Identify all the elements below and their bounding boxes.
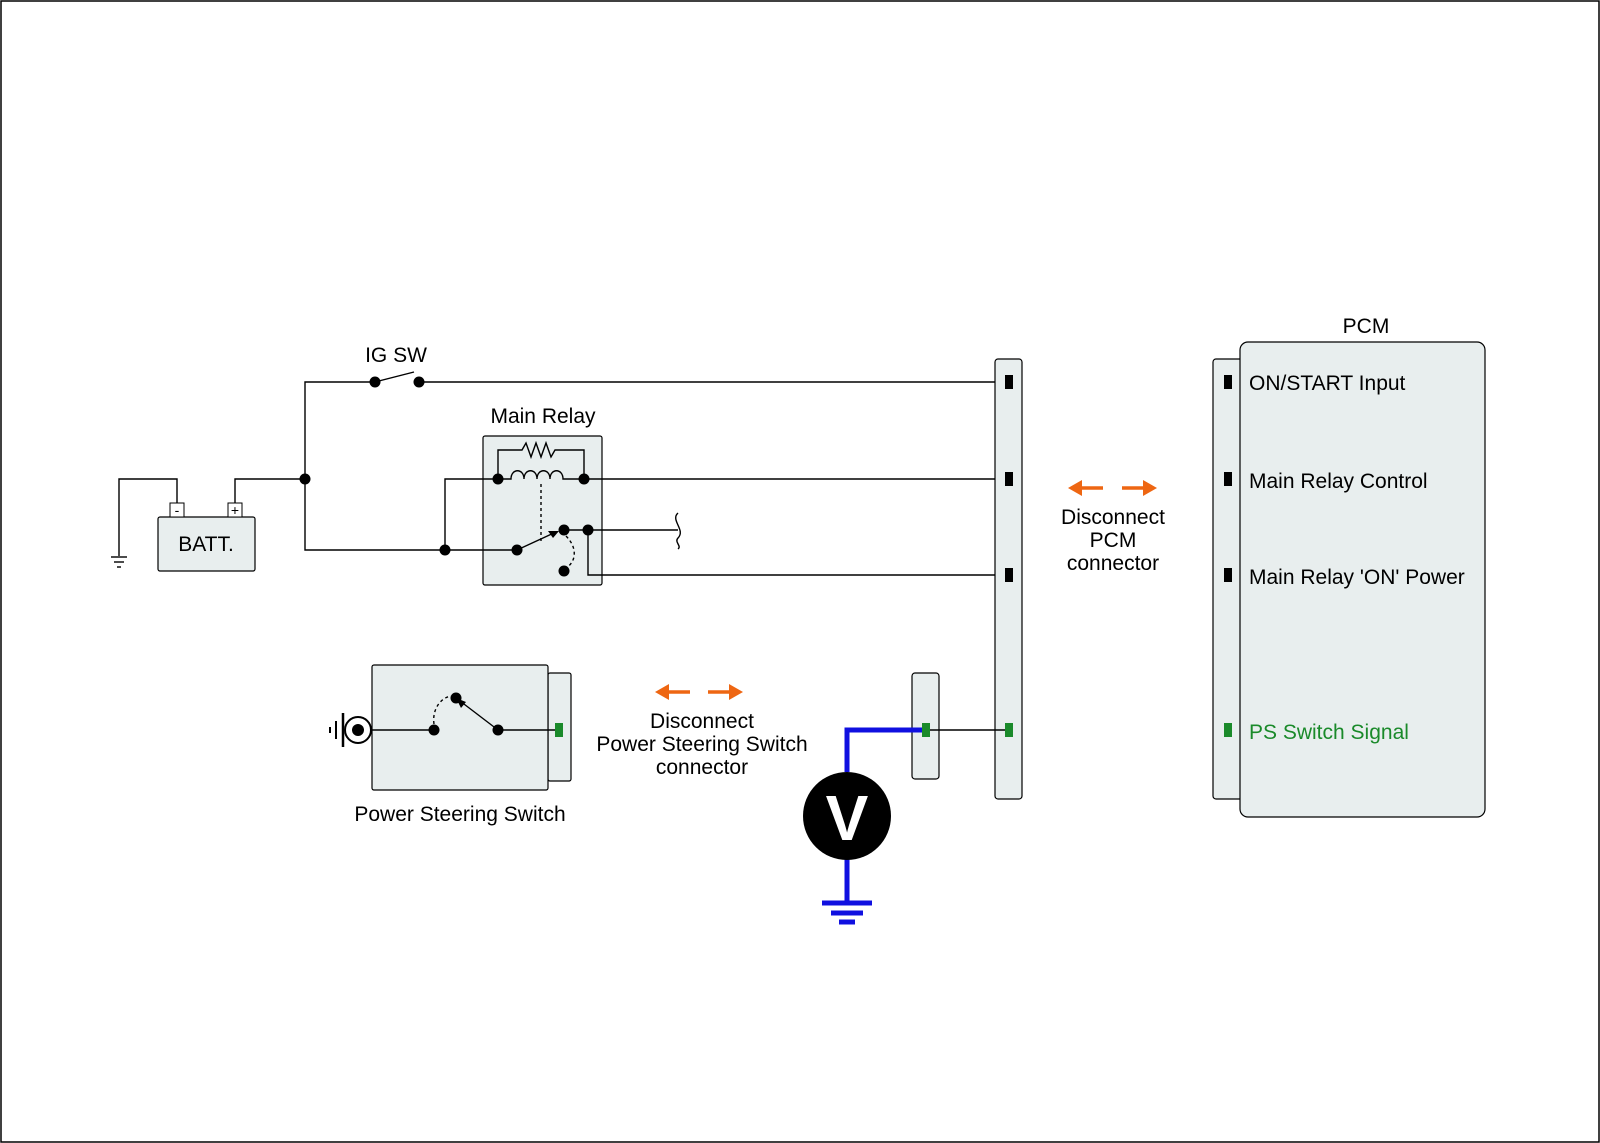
- disconnect-pcm-arrows: [1068, 480, 1157, 496]
- pcm-pin-main-relay-control: [1224, 472, 1232, 486]
- pcm-body: [1239, 341, 1486, 818]
- battery-ground-wire: [118, 478, 178, 556]
- disconnect-pcm-line-1: Disconnect: [1061, 506, 1165, 529]
- ignition-switch: IG SW: [365, 344, 427, 388]
- power-steering-switch: Power Steering Switch: [354, 664, 572, 826]
- pcm-pin-label-main-relay-control: Main Relay Control: [1249, 470, 1428, 493]
- main-relay-on-power-wire: [587, 530, 1005, 576]
- pcm-pin-label-on-start: ON/START Input: [1249, 372, 1406, 395]
- battery-plus-label: +: [231, 502, 239, 518]
- pcm-label: PCM: [1343, 315, 1390, 338]
- pcm-pin-label-ps-switch: PS Switch Signal: [1249, 721, 1409, 744]
- ps-harness-pin: [922, 723, 930, 737]
- ps-switch-label: Power Steering Switch: [354, 803, 565, 826]
- pcm-pin-ps-switch: [1224, 723, 1232, 737]
- pcm-pin-label-main-relay-on-power: Main Relay 'ON' Power: [1249, 566, 1465, 589]
- wire-break-icon: [675, 512, 681, 550]
- main-relay-label: Main Relay: [490, 405, 596, 428]
- harness-pin-on-start: [1005, 375, 1013, 389]
- harness-pin-ps-switch: [1005, 723, 1013, 737]
- voltmeter-ground-icon: [822, 900, 872, 925]
- disconnect-pcm-line-2: PCM: [1090, 529, 1137, 552]
- voltmeter-positive-lead: [844, 727, 922, 772]
- harness-pin-main-relay-control: [1005, 472, 1013, 486]
- voltmeter-label: V: [826, 782, 869, 854]
- battery-minus-label: -: [175, 502, 180, 518]
- pcm-pin-on-start: [1224, 375, 1232, 389]
- ignition-switch-label: IG SW: [365, 344, 427, 367]
- pcm-module: PCM ON/START Input Main Relay Control Ma…: [1212, 315, 1486, 818]
- ps-switch-body: [371, 664, 549, 791]
- body-ground-icon: [329, 713, 372, 747]
- disconnect-ps-line-1: Disconnect: [650, 710, 754, 733]
- disconnect-ps-line-2: Power Steering Switch: [596, 733, 807, 756]
- ps-switch-pin: [555, 723, 563, 737]
- battery-label: BATT.: [178, 533, 234, 556]
- voltmeter: V: [803, 772, 891, 860]
- harness-pin-main-relay-on-power: [1005, 568, 1013, 582]
- pcm-pin-main-relay-on-power: [1224, 568, 1232, 582]
- disconnect-ps-arrows: [655, 684, 743, 700]
- disconnect-pcm-line-3: connector: [1067, 552, 1159, 575]
- disconnect-ps-line-3: connector: [656, 756, 748, 779]
- chassis-ground-icon: [111, 556, 127, 568]
- battery: - + BATT.: [157, 502, 256, 572]
- battery-positive-wire: [234, 478, 305, 503]
